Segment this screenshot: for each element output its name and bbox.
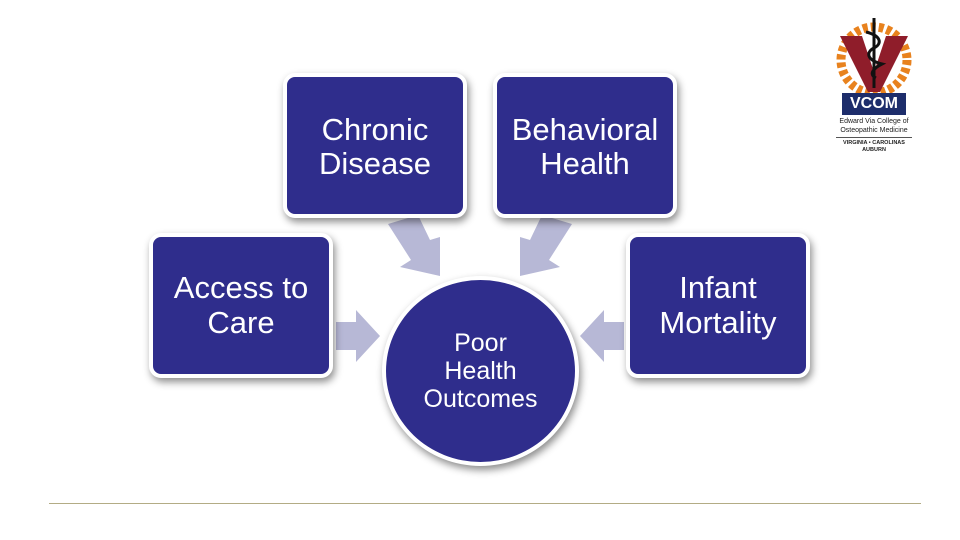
- arrow-from-access-to-care: [336, 310, 380, 362]
- logo-locations: VIRGINIA • CAROLINAS AUBURN: [843, 140, 905, 153]
- arrow-from-chronic-disease: [388, 215, 440, 276]
- node-infant-mortality: Infant Mortality: [626, 233, 810, 378]
- arrow-from-behavioral-health: [520, 215, 572, 276]
- logo-college-name: Edward Via College of Osteopathic Medici…: [839, 118, 909, 134]
- vcom-emblem-icon: [836, 18, 912, 94]
- vcom-logo: VCOM Edward Via College of Osteopathic M…: [832, 14, 916, 154]
- node-chronic-disease: Chronic Disease: [283, 73, 467, 218]
- node-behavioral-health: Behavioral Health: [493, 73, 677, 218]
- footer-divider: [49, 503, 921, 504]
- arrow-from-infant-mortality: [580, 310, 624, 362]
- node-access-to-care: Access to Care: [149, 233, 333, 378]
- center-node-poor-health-outcomes: Poor Health Outcomes: [382, 276, 579, 466]
- logo-acronym: VCOM: [842, 93, 906, 115]
- logo-divider: [836, 137, 912, 138]
